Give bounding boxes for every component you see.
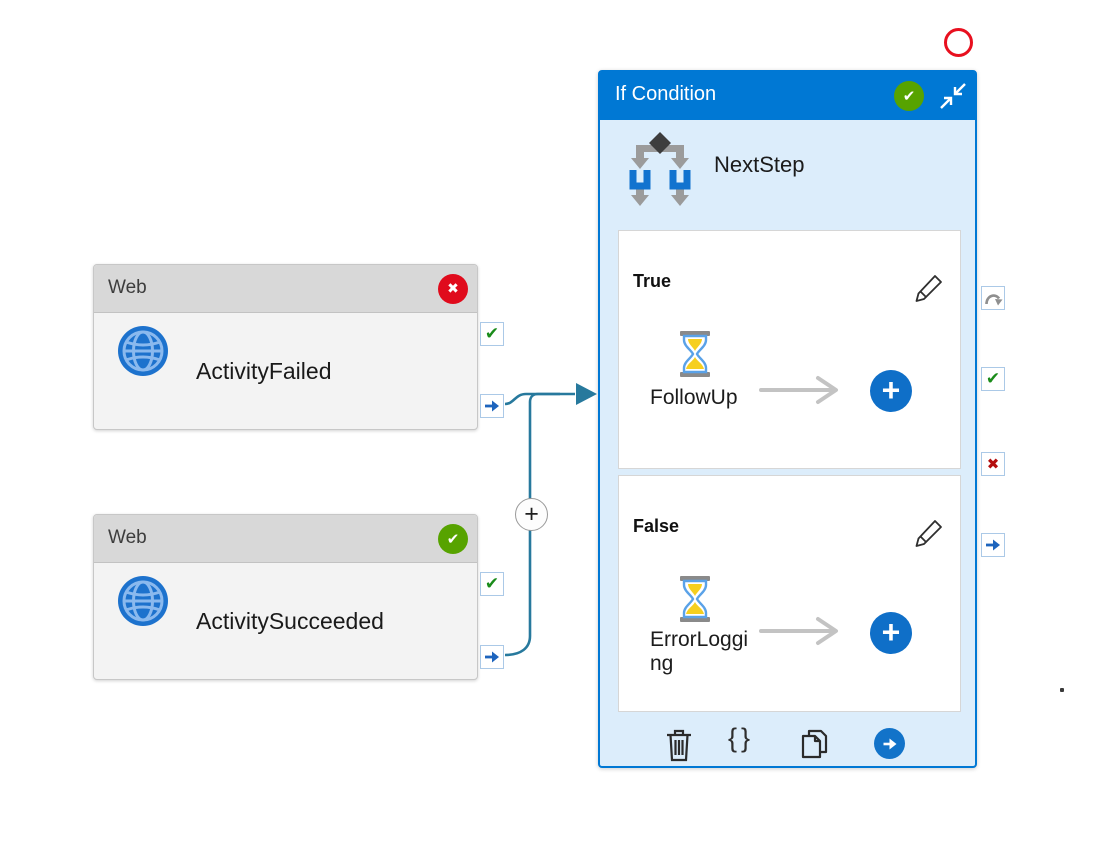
true-branch-card[interactable]: True FollowUp — [618, 230, 961, 469]
status-success-icon: ✔ — [894, 81, 924, 111]
pencil-icon — [915, 275, 942, 302]
activity-body: ActivityFailed — [94, 313, 477, 430]
true-branch-activity-name[interactable]: FollowUp — [650, 386, 738, 409]
false-branch-card[interactable]: False ErrorLogging — [618, 475, 961, 712]
skip-curved-arrow-icon — [984, 293, 1002, 305]
if-condition-header[interactable]: If Condition ✔ — [600, 72, 975, 120]
edit-true-branch-button[interactable] — [914, 273, 944, 305]
completion-port[interactable] — [480, 394, 504, 418]
activity-name: ActivityFailed — [196, 358, 332, 384]
copy-button[interactable] — [799, 727, 830, 766]
status-success-icon: ✔ — [438, 524, 468, 554]
delete-button[interactable] — [664, 727, 694, 768]
navigate-arrow-icon — [883, 738, 897, 749]
collapse-button[interactable] — [938, 81, 968, 111]
success-port[interactable]: ✔ — [480, 572, 504, 596]
edit-false-branch-button[interactable] — [914, 518, 944, 550]
collapse-icon — [940, 83, 966, 109]
web-globe-icon — [118, 576, 168, 626]
web-globe-icon — [118, 326, 168, 376]
activity-name: ActivitySucceeded — [196, 608, 384, 634]
completion-port[interactable] — [480, 645, 504, 669]
if-condition-icon — [629, 132, 691, 206]
activity-header: Web ✔ — [94, 515, 477, 563]
code-button[interactable]: {} — [728, 723, 755, 753]
activity-type-label: Web — [108, 527, 147, 548]
trash-icon — [667, 729, 691, 762]
activity-card-activitysucceeded[interactable]: Web ✔ ActivitySucceeded ✔ — [93, 514, 504, 680]
flow-arrow-icon — [759, 617, 838, 645]
success-port[interactable]: ✔ — [981, 367, 1005, 391]
if-condition-title: If Condition — [615, 83, 717, 105]
success-check-icon: ✔ — [985, 368, 1001, 389]
connector-arrowhead — [576, 383, 597, 405]
success-check-icon: ✔ — [484, 323, 500, 344]
activity-header: Web ✖ — [94, 265, 477, 313]
status-error-icon: ✖ — [438, 274, 468, 304]
wait-activity-icon[interactable] — [678, 331, 712, 377]
annotation-red-circle — [944, 28, 973, 57]
copy-icon — [801, 729, 828, 759]
completion-port[interactable] — [981, 533, 1005, 557]
failure-cross-icon: ✖ — [986, 454, 1000, 473]
add-activity-button[interactable]: + — [870, 370, 912, 412]
success-port[interactable]: ✔ — [480, 322, 504, 346]
activity-body: ActivitySucceeded — [94, 563, 477, 680]
output-arrow-icon — [986, 539, 1000, 551]
flow-arrow-icon — [759, 376, 838, 404]
output-arrow-icon — [485, 651, 499, 663]
false-branch-activity-name[interactable]: ErrorLogging — [650, 628, 749, 675]
connector-add-button[interactable]: + — [515, 498, 548, 531]
wait-activity-icon[interactable] — [678, 576, 712, 622]
stray-dot — [1060, 688, 1064, 692]
if-condition-name-row: NextStep — [600, 120, 975, 230]
true-branch-label: True — [633, 271, 672, 291]
if-condition-panel[interactable]: If Condition ✔ — [598, 70, 1005, 768]
failure-port[interactable]: ✖ — [981, 452, 1005, 476]
false-branch-label: False — [633, 516, 680, 536]
navigate-button[interactable] — [874, 728, 905, 759]
if-condition-activity-name: NextStep — [714, 152, 805, 177]
if-condition-toolbar: {} — [600, 723, 975, 767]
pencil-icon — [915, 520, 942, 547]
output-arrow-icon — [485, 400, 499, 412]
activity-card-activityfailed[interactable]: Web ✖ ActivityFailed ✔ — [93, 264, 504, 430]
add-activity-button[interactable]: + — [870, 612, 912, 654]
skip-port[interactable] — [981, 286, 1005, 310]
success-check-icon: ✔ — [484, 573, 500, 594]
activity-type-label: Web — [108, 277, 147, 298]
